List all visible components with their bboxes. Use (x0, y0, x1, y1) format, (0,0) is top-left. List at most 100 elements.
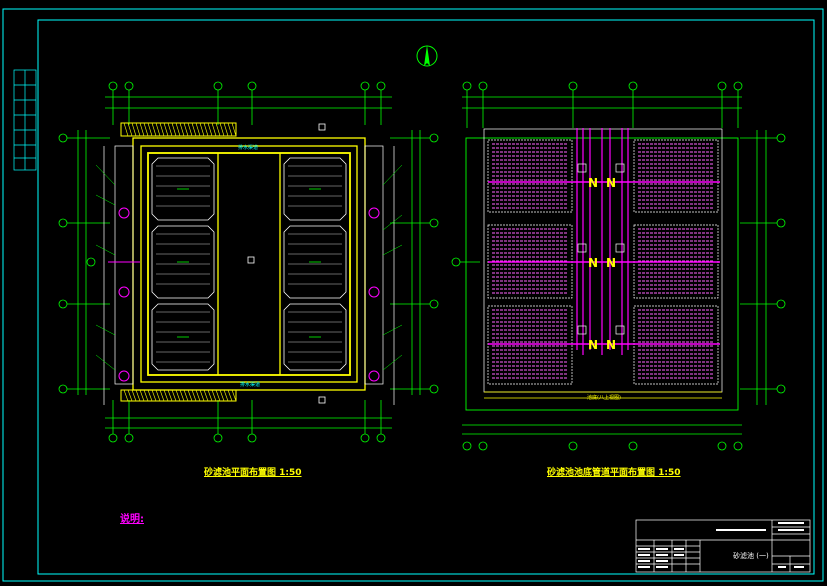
hatch-line (227, 122, 233, 137)
svg-text:N: N (606, 338, 616, 352)
pipe-layout-plan: N N N N N N 池底(八上视图) (451, 81, 786, 451)
top-axis-markers (105, 81, 392, 125)
hatch-line (215, 389, 221, 402)
right-top-axis (462, 81, 743, 128)
title-block (635, 519, 811, 573)
title-block-title: 砂滤池 (一) (733, 552, 769, 560)
top-stair (120, 122, 237, 137)
hatch-line (179, 122, 185, 137)
side-channels (103, 145, 395, 405)
filter-cell (283, 225, 347, 299)
valve-symbols: N N N N N N (588, 176, 616, 352)
bottom-axis-markers (105, 400, 392, 443)
hatch-line (159, 122, 165, 137)
hatch-line (219, 389, 225, 402)
hatch-line (175, 389, 181, 402)
sheet-outer-border (2, 8, 824, 582)
hatch-line (159, 389, 165, 402)
north-arrow-icon (416, 45, 438, 67)
filter-bed-cells (487, 139, 719, 385)
bed-cell (633, 139, 719, 213)
hatch-line (227, 389, 233, 402)
hatch-line (191, 122, 197, 137)
hatch-line (143, 122, 149, 137)
hatch-line (147, 389, 153, 402)
hatch-line (215, 122, 221, 137)
hatch-line (211, 122, 217, 137)
hatch-line (187, 389, 193, 402)
hatch-line (175, 122, 181, 137)
hatch-line (123, 389, 129, 402)
hatch-line (179, 389, 185, 402)
leader-lines (95, 164, 403, 371)
left-drawing-caption: 砂滤池平面布置图 1:50 (204, 468, 302, 478)
hatch-line (183, 389, 189, 402)
hatch-line (199, 389, 205, 402)
right-bottom-axis (462, 424, 743, 451)
hatch-line (171, 389, 177, 402)
top-channel-label: 排水渠道 (238, 144, 258, 151)
hatch-line (163, 122, 169, 137)
hatch-line (131, 389, 137, 402)
left-axis-markers (58, 130, 110, 395)
hatch-line (203, 122, 209, 137)
right-left-axis (451, 257, 480, 267)
hatch-line (163, 389, 169, 402)
filter-cell (151, 303, 215, 371)
hatch-line (127, 122, 133, 137)
valve-boxes (577, 163, 625, 335)
svg-text:N: N (588, 256, 598, 270)
svg-text:N: N (606, 256, 616, 270)
hatch-line (195, 122, 201, 137)
hatch-line (223, 389, 229, 402)
filter-cell (283, 157, 347, 221)
hatch-line (139, 122, 145, 137)
hatch-line (143, 389, 149, 402)
hatch-line (151, 389, 157, 402)
hatch-line (199, 122, 205, 137)
right-axis-markers (390, 130, 439, 395)
bottom-outlet-label: 池底(八上视图) (587, 394, 621, 401)
bottom-channel-label: 排水渠道 (240, 381, 260, 388)
section-marks (247, 123, 326, 404)
hatch-line (151, 122, 157, 137)
hatch-line (147, 122, 153, 137)
hatch-line (191, 389, 197, 402)
hatch-line (183, 122, 189, 137)
valve-markers (108, 207, 380, 382)
svg-text:N: N (588, 338, 598, 352)
hatch-line (207, 122, 213, 137)
hatch-line (155, 122, 161, 137)
bottom-stair (120, 389, 237, 402)
filter-cells (151, 157, 347, 371)
central-pipes (488, 128, 720, 355)
hatch-line (203, 389, 209, 402)
bed-cell (487, 139, 573, 213)
title-block-fills (638, 522, 804, 568)
hatch-line (231, 122, 237, 137)
bed-cell (487, 305, 573, 385)
hatch-line (131, 122, 137, 137)
filter-cell (283, 303, 347, 371)
hatch-line (167, 122, 173, 137)
hatch-line (223, 122, 229, 137)
hatch-line (187, 122, 193, 137)
right-side-axis (740, 130, 786, 405)
hatch-line (207, 389, 213, 402)
hatch-line (195, 389, 201, 402)
hatch-line (231, 389, 237, 402)
hatch-line (167, 389, 173, 402)
hatch-line (135, 389, 141, 402)
hatch-line (139, 389, 145, 402)
hatch-line (171, 122, 177, 137)
svg-text:N: N (606, 176, 616, 190)
filter-cell (151, 225, 215, 299)
hatch-line (123, 122, 129, 137)
notes-label: 说明: (120, 514, 144, 525)
hatch-line (155, 389, 161, 402)
hatch-line (135, 122, 141, 137)
bottom-outlet (484, 391, 722, 399)
hatch-line (127, 389, 133, 402)
